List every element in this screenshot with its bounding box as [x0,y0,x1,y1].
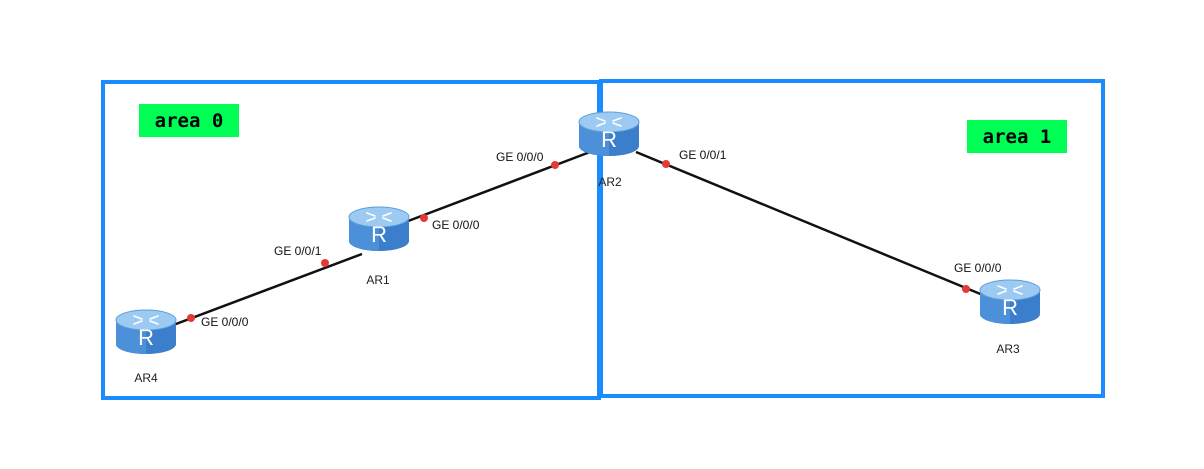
router-label-ar1: AR1 [366,273,390,287]
router-label-ar4: AR4 [134,371,158,385]
area-1-label: area 1 [967,120,1067,153]
port-dot-ar1-ge000 [420,214,428,222]
port-label-ar3-ge000: GE 0/0/0 [954,261,1002,275]
port-dot-ar3-ge000 [962,285,970,293]
router-ar2[interactable]: AR2 [578,111,640,189]
router-label-ar2: AR2 [598,175,622,189]
port-dot-ar4-ge000 [187,314,195,322]
link-ar2-ar3[interactable] [635,150,996,302]
port-label-ar1-ge000: GE 0/0/0 [432,218,480,232]
router-icon [348,206,410,252]
router-icon [979,279,1041,325]
router-label-ar3: AR3 [996,342,1020,356]
router-ar4[interactable]: AR4 [115,309,177,385]
router-ar1[interactable]: AR1 [348,206,410,287]
router-icon [115,309,177,355]
port-dot-ar2-ge001 [662,160,670,168]
area-1-boundary [599,79,1105,398]
port-label-ar2-ge000: GE 0/0/0 [496,150,544,164]
port-label-ar2-ge001: GE 0/0/1 [679,148,727,162]
port-label-ar4-ge000: GE 0/0/0 [201,315,249,329]
area-0-label-text: area 0 [155,110,224,132]
port-dot-ar2-ge000 [551,161,559,169]
router-ar3[interactable]: AR3 [979,279,1041,356]
area-1-label-text: area 1 [983,126,1052,148]
port-dot-ar1-ge001 [321,259,329,267]
area-0-label: area 0 [139,104,239,137]
router-icon [578,111,640,157]
port-label-ar1-ge001: GE 0/0/1 [274,244,322,258]
